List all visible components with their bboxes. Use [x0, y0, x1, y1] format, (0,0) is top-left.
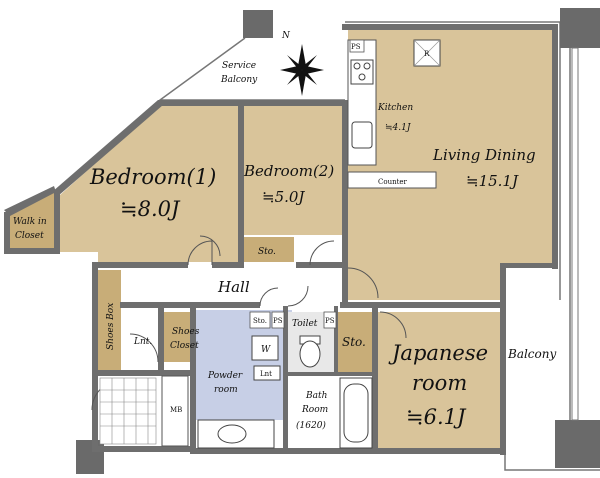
walk-in-closet-floor	[10, 190, 56, 248]
walk-in-label-2: Closet	[15, 231, 44, 241]
balcony-label: Balcony	[507, 347, 556, 361]
shoes-box-label: Shoes Box	[106, 303, 116, 350]
ps-powder	[249, 311, 271, 329]
powder-label: Powder	[207, 371, 243, 381]
shoes-closet-label-2: Closet	[170, 341, 199, 351]
basin-icon	[197, 419, 275, 449]
stove-icon	[350, 59, 374, 85]
storage-small-label: Sto.	[253, 317, 267, 325]
japanese-room-floor	[378, 312, 500, 450]
shoes-box-floor	[97, 270, 121, 370]
lnt-label: Lnt.	[133, 337, 152, 347]
bedroom1-floor	[60, 105, 238, 262]
bath-label: Bath	[305, 391, 327, 401]
walk-in-label: Walk in	[13, 217, 47, 227]
column	[243, 10, 273, 38]
storage-bedroom2-label: Sto.	[258, 247, 276, 257]
ps-kitchen-label: PS	[351, 43, 361, 51]
storage-toilet-floor	[338, 312, 372, 372]
kitchen-label: Kitchen	[377, 103, 413, 113]
ps-toilet2-label: PS	[325, 317, 335, 325]
storage-bedroom2-floor	[244, 237, 294, 262]
ps-toilet2-box	[323, 311, 337, 329]
washer-icon	[251, 335, 279, 361]
service-balcony-label: Service	[222, 61, 256, 71]
lnt-powder-box	[253, 365, 281, 381]
japanese-size: ≒6.1J	[406, 405, 467, 429]
fridge-label: R	[424, 50, 430, 58]
bedroom2-floor	[244, 105, 342, 235]
storage-toilet-label: Sto.	[342, 335, 366, 349]
washer-label: W	[261, 345, 271, 355]
bathtub-icon	[339, 377, 373, 449]
column	[555, 420, 600, 468]
toilet-label: Toilet	[292, 319, 318, 329]
bath-label-2: Room	[301, 405, 328, 415]
bedroom2-size: ≒5.0J	[262, 188, 305, 206]
bath-size: (1620)	[296, 420, 326, 431]
toilet-icon	[299, 335, 321, 368]
sink-icon	[351, 121, 373, 149]
bedroom1-size: ≒8.0J	[120, 197, 181, 221]
lnt-powder-label: Lnt	[260, 370, 272, 378]
compass-icon	[280, 44, 324, 96]
bedroom1-label: Bedroom(1)	[89, 165, 216, 189]
powder-label-2: room	[214, 385, 238, 395]
counter-label: Counter	[378, 178, 408, 186]
shoes-closet-label: Shoes	[172, 327, 200, 337]
mb-box	[161, 375, 189, 447]
kitchen-size: ≒4.1J	[385, 123, 412, 133]
living-floor	[348, 30, 552, 300]
japanese-label: Japanese	[388, 341, 488, 365]
hall-label: Hall	[217, 278, 250, 296]
living-dining-label: Living Dining	[432, 146, 536, 164]
service-balcony-label-2: Balcony	[220, 75, 258, 85]
ps-toilet-box	[271, 311, 285, 329]
entry-tiles	[99, 377, 157, 445]
column	[76, 440, 104, 474]
compass-label: N	[281, 31, 291, 41]
ps-toilet-label: PS	[273, 317, 283, 325]
living-dining-size: ≒15.1J	[466, 172, 519, 190]
column	[560, 8, 600, 48]
bedroom2-label: Bedroom(2)	[243, 162, 334, 180]
kitchen-worktop	[347, 39, 377, 166]
ps-kitchen	[349, 39, 365, 53]
mb-label: MB	[170, 406, 182, 414]
kitchen-counter	[347, 171, 437, 189]
japanese-label-2: room	[412, 371, 467, 395]
window	[571, 47, 579, 421]
walls	[4, 24, 558, 455]
